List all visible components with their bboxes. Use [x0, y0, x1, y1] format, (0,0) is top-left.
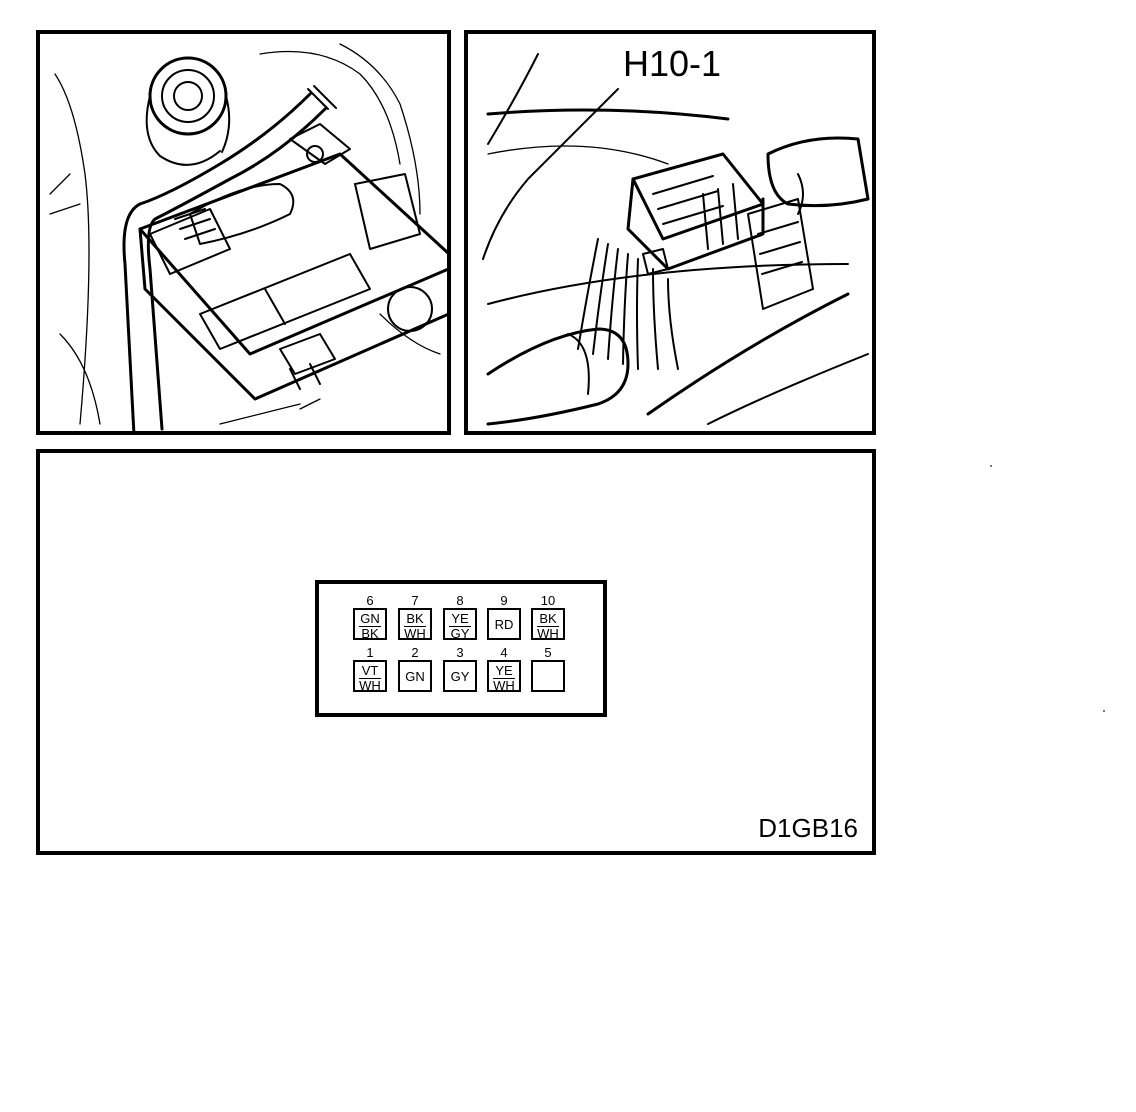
wire-color: YE	[451, 611, 469, 626]
wire-color-stripe: BK	[359, 626, 381, 640]
pin-9: 9 RD	[487, 594, 521, 640]
wire-color: BK	[406, 611, 424, 626]
pin-wire-colors-empty	[531, 660, 565, 692]
pin-1: 1 VT WH	[353, 646, 387, 692]
pin-number: 5	[544, 645, 552, 660]
wire-color-stripe: WH	[404, 626, 426, 641]
pin-2: 2 GN	[398, 646, 432, 692]
pin-number: 3	[456, 645, 464, 660]
connector-closeup-illustration: H10-1	[464, 30, 876, 435]
pin-7: 7 BK WH	[398, 594, 432, 640]
pin-wire-colors: GN BK	[353, 608, 387, 640]
pin-wire-colors: VT WH	[353, 660, 387, 692]
wire-color: GY	[450, 669, 470, 684]
wire-color: YE	[495, 663, 513, 678]
wire-color-stripe: WH	[537, 626, 559, 641]
engine-bay-illustration	[36, 30, 451, 435]
pin-wire-colors: YE GY	[443, 608, 477, 640]
pin-wire-colors: RD	[487, 608, 521, 640]
pinout-panel: 6 GN BK 7 BK WH 8 YE GY 9 RD	[36, 449, 876, 855]
pin-number: 2	[411, 645, 419, 660]
pin-3: 3 GY	[443, 646, 477, 692]
pin-wire-colors: YE WH	[487, 660, 521, 692]
wire-color-stripe: WH	[493, 678, 515, 693]
wire-color: VT	[361, 663, 379, 678]
pin-4: 4 YE WH	[487, 646, 521, 692]
wire-color: GN	[360, 611, 380, 626]
wire-color: RD	[494, 617, 514, 632]
pin-wire-colors: GN	[398, 660, 432, 692]
pin-number: 10	[540, 593, 556, 608]
pin-wire-colors: GY	[443, 660, 477, 692]
connector-pinout: 6 GN BK 7 BK WH 8 YE GY 9 RD	[315, 580, 607, 717]
pin-number: 9	[500, 593, 508, 608]
connector-label: H10-1	[623, 43, 722, 84]
pin-number: 7	[411, 593, 419, 608]
wire-color-stripe: WH	[359, 678, 381, 693]
pin-8: 8 YE GY	[443, 594, 477, 640]
scan-speck	[990, 465, 992, 467]
wire-color: BK	[539, 611, 557, 626]
pin-10: 10 BK WH	[531, 594, 565, 640]
pin-number: 1	[366, 645, 374, 660]
pin-6: 6 GN BK	[353, 594, 387, 640]
pin-number: 8	[456, 593, 464, 608]
connector-closeup-drawing	[482, 53, 870, 426]
wire-color-stripe: GY	[449, 626, 471, 641]
pin-5: 5	[531, 646, 565, 692]
figure-code: D1GB16	[758, 813, 858, 843]
pin-wire-colors: BK WH	[398, 608, 432, 640]
engine-bay-drawing	[49, 43, 447, 431]
pin-wire-colors: BK WH	[531, 608, 565, 640]
scan-speck	[1103, 710, 1105, 712]
pin-number: 6	[366, 593, 374, 608]
pin-number: 4	[500, 645, 508, 660]
wire-color: GN	[405, 669, 425, 684]
